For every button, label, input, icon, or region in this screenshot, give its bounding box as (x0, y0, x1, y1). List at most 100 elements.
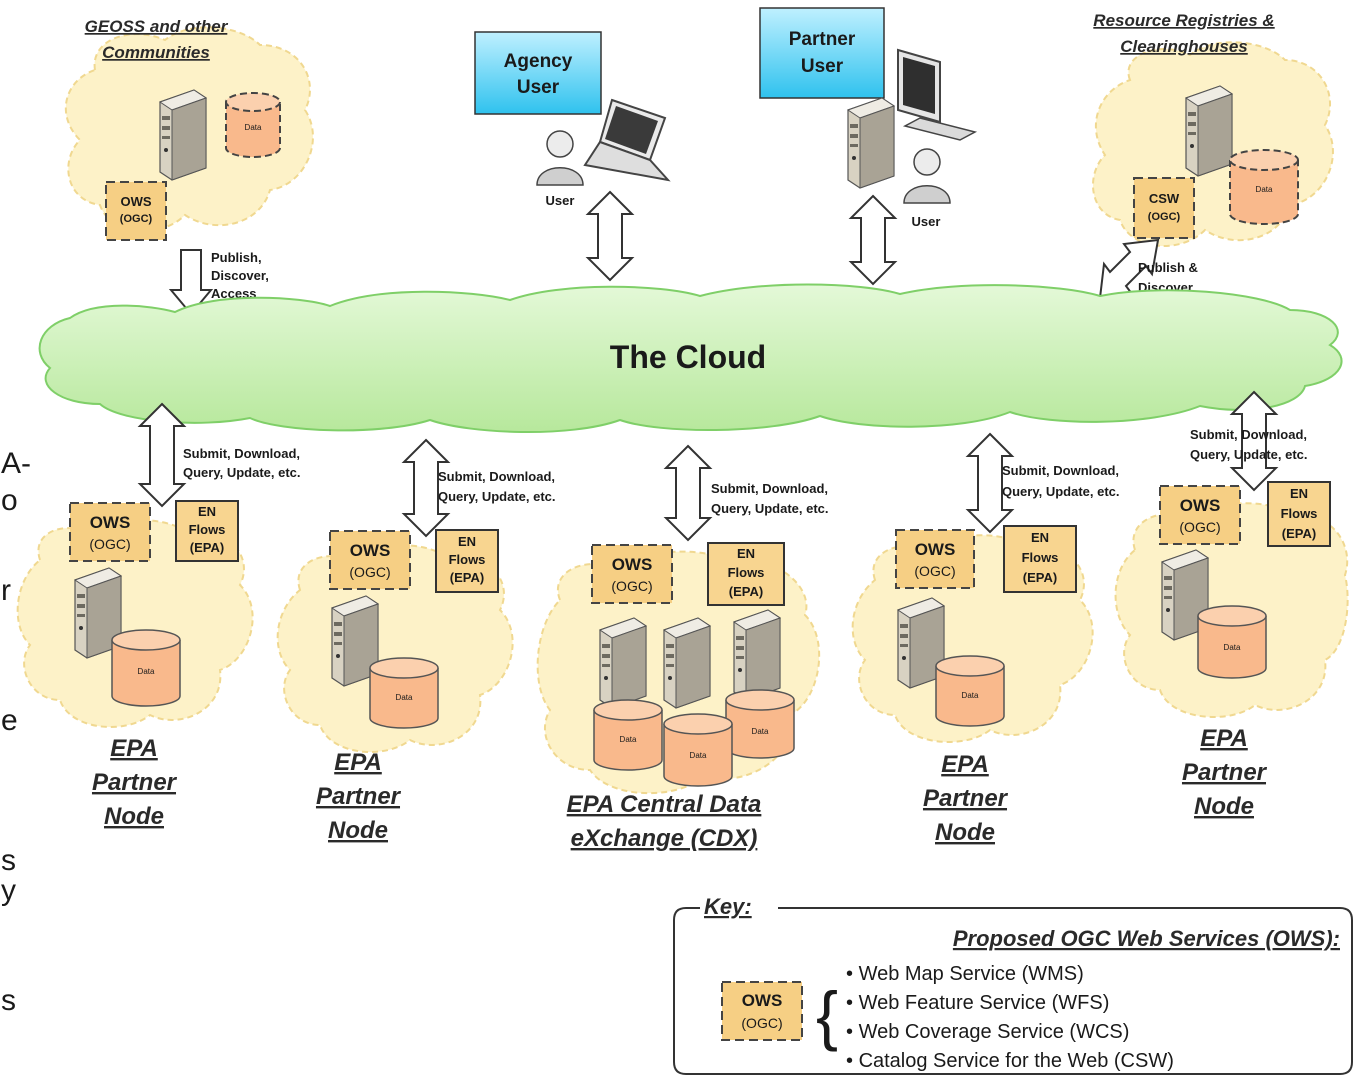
csw-box (1133, 177, 1195, 239)
geoss-title-line1: GEOSS and other (85, 17, 229, 36)
en-label: EN (198, 504, 216, 519)
node-name-line3: Node (104, 803, 164, 830)
data-label: Data (138, 667, 155, 676)
user-caption: User (912, 214, 941, 229)
node-name-line2: Partner (1182, 759, 1268, 786)
en-flows-box (707, 542, 785, 606)
ogc-label: (OGC) (611, 578, 652, 594)
key-item: • Web Coverage Service (WCS) (846, 1021, 1129, 1043)
flow-label-2: Query, Update, etc. (183, 465, 301, 480)
data-cylinder-icon: Data (725, 689, 795, 759)
key-legend: Key: Proposed OGC Web Services (OWS): OW… (673, 894, 1353, 1075)
ows-label: OWS (120, 194, 151, 209)
data-cylinder-icon: Data (935, 655, 1005, 727)
epa-label: (EPA) (729, 584, 763, 599)
person-icon (903, 148, 951, 204)
agency-user-label-line2: User (517, 77, 560, 98)
bidirectional-arrow-icon (1229, 390, 1279, 492)
en-flows-box (435, 529, 499, 593)
epa-partner-node-2: Submit, Download, Query, Update, etc. OW… (276, 438, 556, 844)
epa-label: (EPA) (190, 540, 224, 555)
flows-label: Flows (1281, 506, 1318, 521)
ows-label: OWS (742, 991, 783, 1010)
node-name-line2: Partner (923, 785, 1009, 812)
flow-label-1: Submit, Download, (711, 481, 828, 496)
brace-icon: { (816, 978, 838, 1052)
bidirectional-arrow-icon (1098, 238, 1160, 300)
data-label: Data (752, 727, 769, 736)
ows-label: OWS (350, 541, 391, 560)
flows-label: Flows (189, 522, 226, 537)
ogc-label: (OGC) (1179, 519, 1220, 535)
ows-box (329, 530, 411, 590)
epa-partner-node-4: Submit, Download, Query, Update, etc. OW… (851, 432, 1120, 846)
node-name-line1: EPA (941, 751, 989, 778)
en-label: EN (1290, 486, 1308, 501)
ows-label: OWS (1180, 496, 1221, 515)
data-label: Data (1256, 185, 1273, 194)
ows-box (721, 981, 803, 1041)
flow-label-1: Publish & (1138, 260, 1198, 275)
left-edge-text: A- o r e s y s (1, 447, 31, 1017)
en-flows-box (1267, 481, 1331, 547)
server-icon (159, 89, 207, 181)
bidirectional-arrow-icon (401, 438, 451, 538)
data-cylinder-icon: Data (369, 657, 439, 729)
node-name-line2: eXchange (CDX) (571, 825, 758, 852)
ows-box (69, 502, 151, 562)
fragment-3: r (1, 574, 11, 607)
flow-label-2: Query, Update, etc. (1002, 484, 1120, 499)
en-flows-box (175, 500, 239, 562)
fragment-5: s (1, 844, 16, 877)
flow-label-1: Publish, (211, 250, 262, 265)
partner-user-label-line2: User (801, 56, 844, 77)
agency-user-label-line1: Agency (504, 51, 573, 72)
user-caption: User (546, 193, 575, 208)
data-label: Data (690, 751, 707, 760)
node-name-line1: EPA (110, 735, 158, 762)
ows-box (1159, 485, 1241, 545)
epa-partner-node-5: Submit, Download, Query, Update, etc. OW… (1114, 390, 1349, 820)
cloud-label: The Cloud (610, 339, 766, 375)
data-label: Data (620, 735, 637, 744)
csw-label: CSW (1149, 191, 1180, 206)
person-icon (536, 130, 584, 186)
flows-label: Flows (728, 565, 765, 580)
en-label: EN (737, 546, 755, 561)
node-name-line2: Partner (316, 783, 402, 810)
data-label: Data (1224, 643, 1241, 652)
node-name-line1: EPA Central Data (567, 791, 762, 818)
partner-user-box (759, 7, 885, 99)
en-flows-box (1003, 525, 1077, 593)
ogc-label: (OGC) (89, 536, 130, 552)
ows-box (895, 529, 975, 589)
server-icon (733, 609, 781, 701)
data-cylinder-icon: Data (593, 699, 663, 771)
registries-title-line1: Resource Registries & (1093, 11, 1274, 30)
fragment-4: e (1, 704, 18, 737)
ows-label: OWS (915, 540, 956, 559)
ogc-label: (OGC) (1148, 211, 1181, 223)
epa-cdx-node: Submit, Download, Query, Update, etc. OW… (536, 444, 829, 852)
node-name-line3: Node (935, 819, 995, 846)
data-label: Data (962, 691, 979, 700)
bidirectional-arrow-icon (663, 444, 713, 542)
geoss-title-line2: Communities (102, 43, 210, 62)
key-item: • Catalog Service for the Web (CSW) (846, 1050, 1174, 1072)
fragment-2: o (1, 484, 18, 517)
epa-label: (EPA) (450, 570, 484, 585)
en-label: EN (458, 534, 476, 549)
data-label: Data (245, 123, 262, 132)
fragment-6: y (1, 874, 16, 907)
data-cylinder-icon: Data (1197, 605, 1267, 679)
the-cloud: The Cloud (38, 283, 1343, 433)
flow-label-1: Submit, Download, (183, 446, 300, 461)
partner-user-label-line1: Partner (789, 29, 856, 50)
server-icon (663, 617, 711, 709)
bidirectional-arrow-icon (585, 190, 635, 282)
ogc-label: (OGC) (914, 563, 955, 579)
data-label: Data (396, 693, 413, 702)
epa-label: (EPA) (1282, 526, 1316, 541)
flow-label-1: Submit, Download, (1190, 427, 1307, 442)
epa-label: (EPA) (1023, 570, 1057, 585)
